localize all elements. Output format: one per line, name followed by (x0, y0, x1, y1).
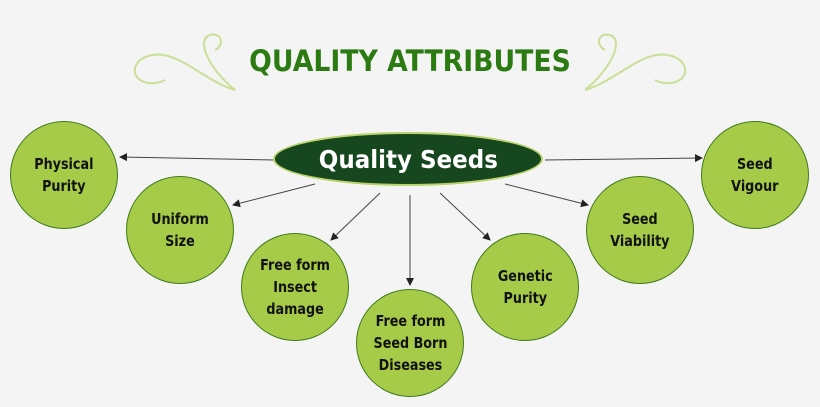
node-label: Seed Viability (610, 210, 670, 250)
node-genetic-purity: Genetic Purity (471, 233, 579, 341)
central-node-label: Quality Seeds (318, 144, 498, 174)
page-title: QUALITY ATTRIBUTES (249, 44, 571, 78)
node-seed-vigour: Seed Vigour (701, 121, 809, 229)
node-label: Seed Vigour (731, 155, 779, 195)
node-seed-viability: Seed Viability (586, 176, 694, 284)
left-flourish-icon (133, 33, 236, 91)
node-label: Genetic Purity (497, 267, 553, 307)
node-label: Free form Seed Born Diseases (373, 312, 447, 374)
right-flourish-icon (584, 33, 687, 91)
node-label: Physical Purity (34, 155, 94, 195)
node-label: Free form Insect damage (260, 256, 330, 318)
central-node: Quality Seeds (273, 132, 543, 186)
node-physical-purity: Physical Purity (10, 121, 118, 229)
node-uniform-size: Uniform Size (126, 176, 234, 284)
node-seed-born-diseases: Free form Seed Born Diseases (356, 289, 464, 397)
node-insect-damage: Free form Insect damage (241, 233, 349, 341)
node-label: Uniform Size (151, 210, 209, 250)
